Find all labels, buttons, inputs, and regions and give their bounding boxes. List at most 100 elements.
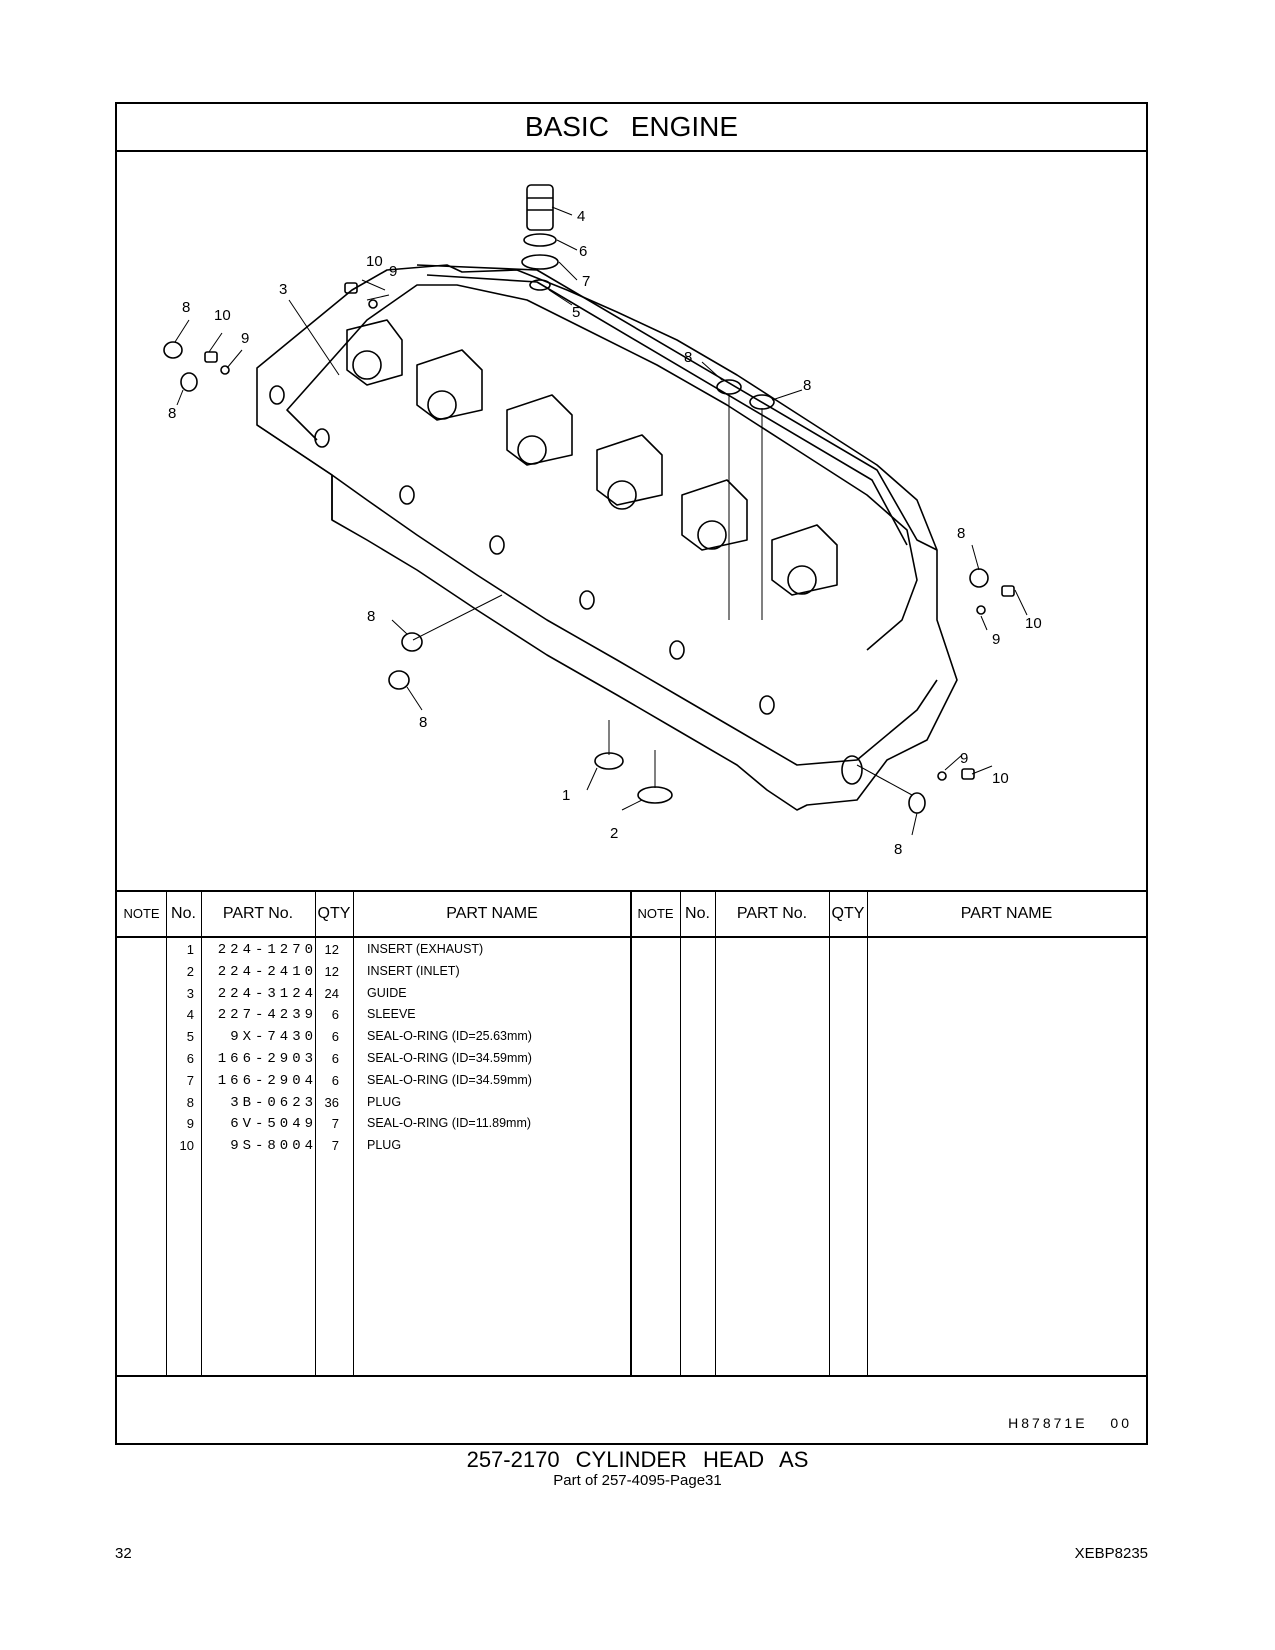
table-row: 6 166-2903 6 SEAL-O-RING (ID=34.59mm): [117, 1049, 1146, 1071]
page-number: 32: [115, 1545, 132, 1562]
part-name: PLUG: [367, 1094, 402, 1109]
callout-8: 8: [419, 714, 427, 731]
table-row: 8 3B-0623 36 PLUG: [117, 1093, 1146, 1115]
item-number: 2: [186, 963, 194, 979]
part-name: SEAL-O-RING (ID=11.89mm): [367, 1116, 532, 1131]
part-number: 9X-7430: [230, 1029, 317, 1046]
assembly-subtitle: Part of 257-4095-Page31: [553, 1472, 722, 1489]
header-qty: QTY: [315, 892, 353, 938]
callout-10: 10: [214, 307, 231, 324]
quantity: 36: [324, 1094, 339, 1110]
part-number: 224-2410: [217, 963, 317, 980]
quantity: 7: [331, 1138, 339, 1154]
header-part-no-right: PART No.: [715, 892, 829, 938]
callout-10: 10: [366, 253, 383, 270]
table-row: 4 227-4239 6 SLEEVE: [117, 1005, 1146, 1027]
quantity: 12: [324, 942, 339, 957]
part-number: 3B-0623: [230, 1094, 317, 1111]
parts-page-frame: BASIC ENGINE: [115, 102, 1148, 1445]
header-qty-right: QTY: [829, 892, 867, 938]
item-number: 6: [186, 1051, 194, 1066]
quantity: 7: [331, 1116, 339, 1132]
callout-3: 3: [279, 281, 287, 298]
part-number: 166-2904: [217, 1072, 317, 1089]
header-part-name-right: PART NAME: [867, 892, 1146, 938]
callout-8: 8: [684, 349, 692, 366]
column-divider: [201, 892, 202, 1375]
assembly-title: 257-2170 CYLINDER HEAD AS: [466, 1447, 809, 1472]
table-row: 9 6V-5049 7 SEAL-O-RING (ID=11.89mm): [117, 1114, 1146, 1136]
callout-5: 5: [572, 304, 580, 321]
callout-10: 10: [1025, 615, 1042, 632]
callout-9: 9: [992, 631, 1000, 648]
item-number: 1: [186, 942, 194, 957]
part-name: SEAL-O-RING (ID=34.59mm): [367, 1051, 532, 1065]
column-divider: [867, 892, 868, 1375]
quantity: 24: [324, 985, 339, 1001]
callout-4: 4: [577, 208, 585, 225]
callout-8: 8: [957, 525, 965, 542]
callout-10: 10: [992, 770, 1009, 787]
quantity: 12: [324, 963, 339, 979]
part-number: 166-2903: [217, 1051, 317, 1067]
callout-9: 9: [241, 330, 249, 347]
header-note-right: NOTE: [631, 892, 680, 938]
item-number: 7: [186, 1072, 194, 1088]
table-row: 10 9S-8004 7 PLUG: [117, 1136, 1146, 1158]
parts-table: NOTE No. PART No. QTY PART NAME NOTE No.…: [117, 890, 1146, 1377]
callout-8: 8: [182, 299, 190, 316]
part-name: INSERT (EXHAUST): [367, 942, 484, 956]
part-name: INSERT (INLET): [367, 963, 460, 978]
part-number: 224-1270: [217, 942, 317, 958]
part-number: 9S-8004: [230, 1138, 317, 1155]
table-bottom-rule: [117, 1375, 1146, 1377]
part-number: 6V-5049: [230, 1116, 317, 1133]
callout-8: 8: [803, 377, 811, 394]
table-row: 3 224-3124 24 GUIDE: [117, 984, 1146, 1006]
part-number: 227-4239: [217, 1007, 317, 1024]
callout-1: 1: [562, 787, 570, 804]
table-row: 5 9X-7430 6 SEAL-O-RING (ID=25.63mm): [117, 1027, 1146, 1049]
column-divider: [353, 892, 354, 1375]
header-part-name: PART NAME: [353, 892, 631, 938]
quantity: 6: [331, 1029, 339, 1045]
part-name: PLUG: [367, 1138, 402, 1153]
part-name: SLEEVE: [367, 1007, 416, 1022]
column-divider: [829, 892, 830, 1375]
column-divider: [630, 892, 632, 1375]
item-number: 9: [186, 1116, 194, 1132]
callout-9: 9: [960, 750, 968, 767]
callout-8: 8: [894, 841, 902, 858]
header-note: NOTE: [117, 892, 166, 938]
table-row: 1 224-1270 12 INSERT (EXHAUST): [117, 940, 1146, 962]
quantity: 6: [331, 1051, 339, 1066]
header-no-right: No.: [680, 892, 715, 938]
item-number: 3: [186, 985, 194, 1001]
table-row: 2 224-2410 12 INSERT (INLET): [117, 962, 1146, 984]
callout-7: 7: [582, 273, 590, 290]
header-part-no: PART No.: [201, 892, 315, 938]
part-name: SEAL-O-RING (ID=34.59mm): [367, 1072, 532, 1087]
section-title: BASIC ENGINE: [117, 104, 1146, 152]
callout-2: 2: [610, 825, 618, 842]
column-divider: [315, 892, 316, 1375]
item-number: 4: [186, 1007, 194, 1023]
exploded-view-drawing: 10 9 3 4 6 7 5 8 10 9 8 8 8 8 10 9 8 8 1…: [117, 150, 1146, 890]
quantity: 6: [331, 1072, 339, 1088]
item-number: 8: [186, 1094, 194, 1110]
item-number: 10: [179, 1138, 194, 1154]
document-id: XEBP8235: [1074, 1545, 1148, 1562]
quantity: 6: [331, 1007, 339, 1023]
part-number: 224-3124: [217, 985, 317, 1002]
column-divider: [680, 892, 681, 1375]
callout-8: 8: [168, 405, 176, 422]
drawing-number: H87871E 00: [1008, 1415, 1132, 1431]
part-name: GUIDE: [367, 985, 407, 1000]
part-name: SEAL-O-RING (ID=25.63mm): [367, 1029, 532, 1044]
header-no: No.: [166, 892, 201, 938]
callout-8: 8: [367, 608, 375, 625]
table-row: 7 166-2904 6 SEAL-O-RING (ID=34.59mm): [117, 1071, 1146, 1093]
column-divider: [166, 892, 167, 1375]
callout-9: 9: [389, 263, 397, 280]
column-divider: [715, 892, 716, 1375]
